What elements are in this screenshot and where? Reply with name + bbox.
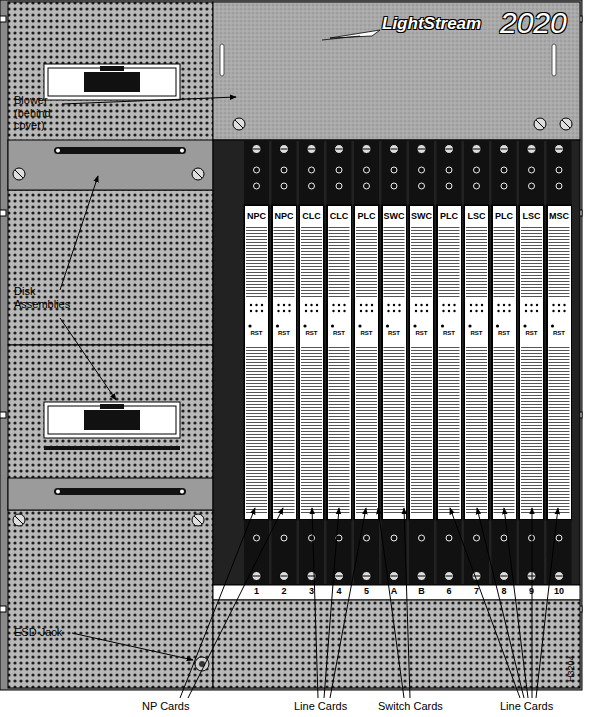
- callout-label: Disk Assemblies: [14, 285, 76, 310]
- line-card: SWC RST: [409, 205, 434, 520]
- card-name: LSC: [465, 211, 488, 221]
- card-cage: [213, 140, 580, 585]
- card-artwork: [244, 140, 572, 585]
- slot-number: 7: [462, 586, 491, 596]
- rack-frame: [0, 0, 582, 690]
- card-name: MSC: [548, 211, 571, 221]
- callout-label: Blower (behind cover): [14, 94, 64, 132]
- line-card: LSC RST: [519, 205, 544, 520]
- blower-cover: [213, 2, 580, 140]
- slot-number: 6: [435, 586, 464, 596]
- line-card: PLC RST: [354, 205, 379, 520]
- slot-number: 2: [270, 586, 299, 596]
- line-card: SWC RST: [382, 205, 407, 520]
- line-card: CLC RST: [327, 205, 352, 520]
- slot-number: B: [407, 586, 436, 596]
- slot-number: A: [380, 586, 409, 596]
- callout-label: ESD Jack: [14, 626, 84, 639]
- reset-label: RST: [410, 330, 433, 336]
- card-name: NPC: [273, 211, 296, 221]
- slot-number-strip: [213, 585, 580, 600]
- slot-number: 1: [242, 586, 271, 596]
- card-name: LSC: [520, 211, 543, 221]
- disk-drive: [13, 64, 204, 180]
- card-name: CLC: [300, 211, 323, 221]
- left-panels: [8, 2, 213, 688]
- card-name: SWC: [383, 211, 406, 221]
- slot-number: 10: [545, 586, 574, 596]
- reset-label: RST: [520, 330, 543, 336]
- leader-lines: [60, 97, 558, 698]
- card-name: SWC: [410, 211, 433, 221]
- line-card: CLC RST: [299, 205, 324, 520]
- slot-number: 8: [490, 586, 519, 596]
- line-card: PLC RST: [492, 205, 517, 520]
- line-card: NPC RST: [244, 205, 269, 520]
- callout-label: Line Cards: [500, 700, 553, 713]
- card-name: NPC: [245, 211, 268, 221]
- line-card: MSC RST: [547, 205, 572, 520]
- reset-label: RST: [273, 330, 296, 336]
- slot-number: 3: [297, 586, 326, 596]
- card-name: PLC: [355, 211, 378, 221]
- figure-id: H3204: [566, 655, 576, 682]
- line-card: PLC RST: [437, 205, 462, 520]
- reset-label: RST: [245, 330, 268, 336]
- callout-label: Switch Cards: [378, 700, 443, 713]
- line-card: LSC RST: [464, 205, 489, 520]
- reset-label: RST: [438, 330, 461, 336]
- reset-label: RST: [493, 330, 516, 336]
- reset-label: RST: [355, 330, 378, 336]
- disk-drive: [13, 402, 204, 526]
- card-name: PLC: [493, 211, 516, 221]
- slot-number: 5: [352, 586, 381, 596]
- card-name: CLC: [328, 211, 351, 221]
- reset-label: RST: [548, 330, 571, 336]
- reset-label: RST: [465, 330, 488, 336]
- slot-number: 4: [325, 586, 354, 596]
- logo-text: 2020: [500, 6, 567, 41]
- line-card: NPC RST: [272, 205, 297, 520]
- reset-label: RST: [383, 330, 406, 336]
- slot-number: 9: [517, 586, 546, 596]
- card-name: PLC: [438, 211, 461, 221]
- reset-label: RST: [300, 330, 323, 336]
- callout-label: Line Cards: [294, 700, 347, 713]
- callout-label: NP Cards: [142, 700, 189, 713]
- reset-label: RST: [328, 330, 351, 336]
- logo-text: LightStream: [382, 14, 481, 34]
